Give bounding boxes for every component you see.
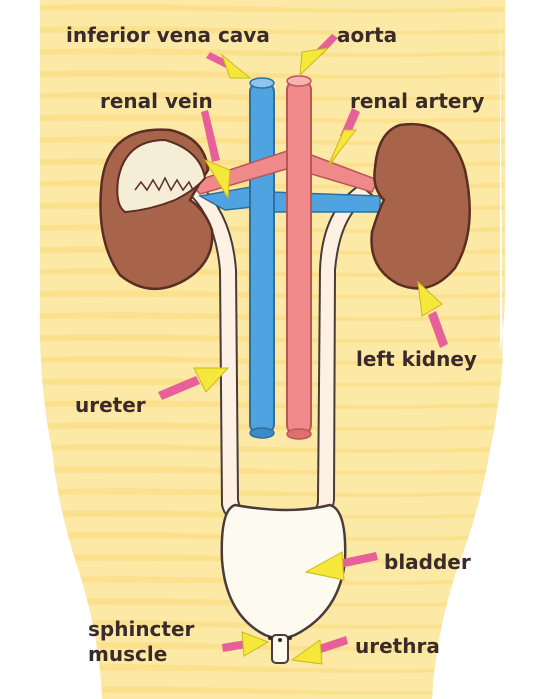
left-kidney <box>372 124 470 288</box>
label-urethra: urethra <box>355 634 440 658</box>
label-bladder: bladder <box>384 550 471 574</box>
label-left-kidney: left kidney <box>356 347 477 371</box>
label-muscle: muscle <box>88 642 167 666</box>
label-aorta: aorta <box>337 23 397 47</box>
aorta-vessel <box>287 80 311 435</box>
label-sphincter: sphincter <box>88 617 195 641</box>
label-inferior-vena-cava: inferior vena cava <box>66 23 270 47</box>
inferior-vena-cava <box>250 82 274 434</box>
label-renal-artery: renal artery <box>350 89 484 113</box>
label-renal-vein: renal vein <box>100 89 213 113</box>
label-ureter: ureter <box>75 393 146 417</box>
